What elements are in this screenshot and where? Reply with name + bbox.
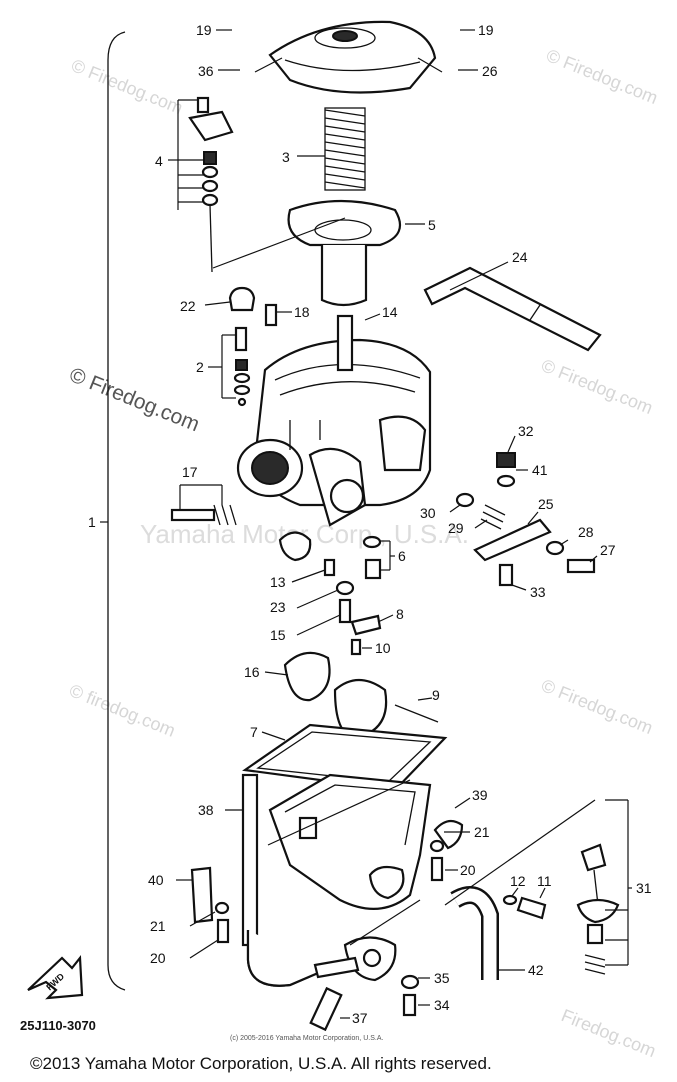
- callout-16: 16: [244, 664, 260, 680]
- callout-19-left: 19: [196, 22, 212, 38]
- small-copyright: (c) 2005-2016 Yamaha Motor Corporation, …: [230, 1035, 383, 1042]
- callout-19-right: 19: [478, 22, 494, 38]
- float-bowl: [268, 773, 432, 910]
- needle-assembly: [188, 96, 234, 273]
- callout-24: 24: [512, 249, 528, 265]
- callout-38: 38: [198, 802, 214, 818]
- callout-13: 13: [270, 574, 286, 590]
- callout-27: 27: [600, 542, 616, 558]
- assembly-number-label: 1: [88, 514, 96, 530]
- callout-9: 9: [432, 687, 440, 703]
- fwd-arrow-icon: FWD: [27, 955, 84, 1000]
- callout-26: 26: [482, 63, 498, 79]
- watermark-mid-left: © Firedog.com: [66, 363, 203, 436]
- callout-23: 23: [270, 599, 286, 615]
- callout-39: 39: [472, 787, 488, 803]
- callout-7: 7: [250, 724, 258, 740]
- hose-42: [450, 886, 499, 980]
- watermark-lower-left: © firedog.com: [67, 680, 179, 741]
- jet-set: [233, 326, 251, 407]
- callout-18: 18: [294, 304, 310, 320]
- cable-tube: [423, 266, 602, 352]
- callout-14: 14: [382, 304, 398, 320]
- callout-42: 42: [528, 962, 544, 978]
- callout-40: 40: [148, 872, 164, 888]
- air-screw-parts: [502, 894, 547, 920]
- vent-hose-38: [241, 773, 259, 947]
- callout-37: 37: [352, 1010, 368, 1026]
- callout-28: 28: [578, 524, 594, 540]
- top-cover: [268, 20, 437, 94]
- watermark-lower-right: © Firedog.com: [539, 675, 656, 738]
- left-clip-parts: [190, 866, 230, 944]
- copyright-line: ©2013 Yamaha Motor Corporation, U.S.A. A…: [30, 1054, 492, 1073]
- callout-33: 33: [530, 584, 546, 600]
- callout-11: 11: [537, 873, 552, 889]
- spring: [324, 107, 366, 191]
- callout-32: 32: [518, 423, 534, 439]
- callout-41: 41: [532, 462, 548, 478]
- callout-10: 10: [375, 640, 391, 656]
- callout-30: 30: [420, 505, 436, 521]
- watermark-top-right: © Firedog.com: [544, 45, 661, 108]
- linkage-parts: [455, 452, 596, 587]
- callout-22: 22: [180, 298, 196, 314]
- assembly-bracket: 1: [88, 31, 126, 991]
- watermark-top-left: © Firedog.com: [69, 55, 186, 118]
- callout-17: 17: [182, 464, 198, 480]
- leader-lines: [168, 29, 632, 1019]
- pilot-screw: [170, 504, 237, 526]
- jet-needle-parts: [323, 535, 382, 656]
- callout-35: 35: [434, 970, 450, 986]
- float: [283, 651, 439, 740]
- callout-34: 34: [434, 997, 450, 1013]
- cap-and-screw: [228, 286, 278, 327]
- callout-8: 8: [396, 606, 404, 622]
- callout-21-left: 21: [150, 918, 166, 934]
- callout-36: 36: [198, 63, 214, 79]
- carburetor-body: [236, 314, 432, 562]
- callout-31: 31: [636, 880, 652, 896]
- callout-15: 15: [270, 627, 286, 643]
- callout-20-left: 20: [150, 950, 166, 966]
- callout-20-right: 20: [460, 862, 476, 878]
- callout-21-right: 21: [474, 824, 490, 840]
- starter-plunger: [576, 843, 620, 975]
- drain-parts: [246, 930, 420, 1032]
- callout-labels: 19 19 36 26 4 3 5 24 22 18 14 2 32 41 17…: [148, 22, 652, 1026]
- callout-12: 12: [510, 873, 526, 889]
- watermark-mid-right: © Firedog.com: [539, 355, 656, 418]
- part-code-label: 25J110-3070: [20, 1018, 96, 1033]
- watermark-bottom-right: Firedog.com: [559, 1005, 659, 1061]
- callout-3: 3: [282, 149, 290, 165]
- callout-6: 6: [398, 548, 406, 564]
- callout-5: 5: [428, 217, 436, 233]
- callout-2: 2: [196, 359, 204, 375]
- callout-25: 25: [538, 496, 554, 512]
- callout-4: 4: [155, 153, 163, 169]
- diaphragm-piston: [287, 199, 402, 307]
- callout-29: 29: [448, 520, 464, 536]
- right-clip-parts: [429, 819, 464, 882]
